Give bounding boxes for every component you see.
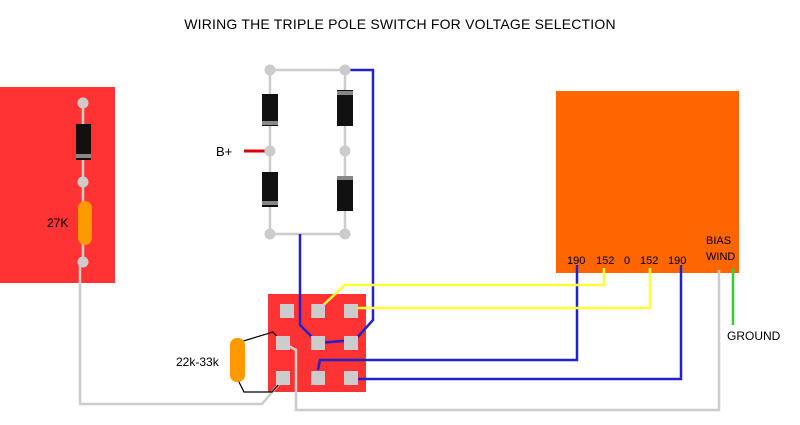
resistor-27k [78,201,92,245]
switch-terminals [276,304,358,385]
tap-152-left-label: 152 [596,255,614,267]
diagram-title: WIRING THE TRIPLE POLE SWITCH FOR VOLTAG… [184,16,616,32]
tap-190-left-label: 190 [567,255,585,267]
yellow-wires [317,268,652,311]
resistor-22k-33k [230,338,245,382]
diode-bridge [262,90,353,211]
tap-0-label: 0 [624,255,630,267]
diode-3 [262,172,278,207]
diode-2 [337,90,353,126]
bplus-label: B+ [216,144,232,159]
tap-152-right-label: 152 [640,255,658,267]
node-dots [77,64,351,268]
resistor-22k-33k-label: 22k-33k [176,355,220,369]
left-red-board [0,87,115,283]
diode-4 [337,176,353,211]
bias-label: BIAS [706,235,731,247]
wind-label: WIND [706,251,735,263]
ground-label: GROUND [727,329,781,343]
diode-1 [262,94,278,126]
tap-190-right-label: 190 [668,255,686,267]
left-board-diode [76,124,91,160]
power-transformer [556,91,739,273]
resistor-27k-label: 27K [47,216,68,230]
